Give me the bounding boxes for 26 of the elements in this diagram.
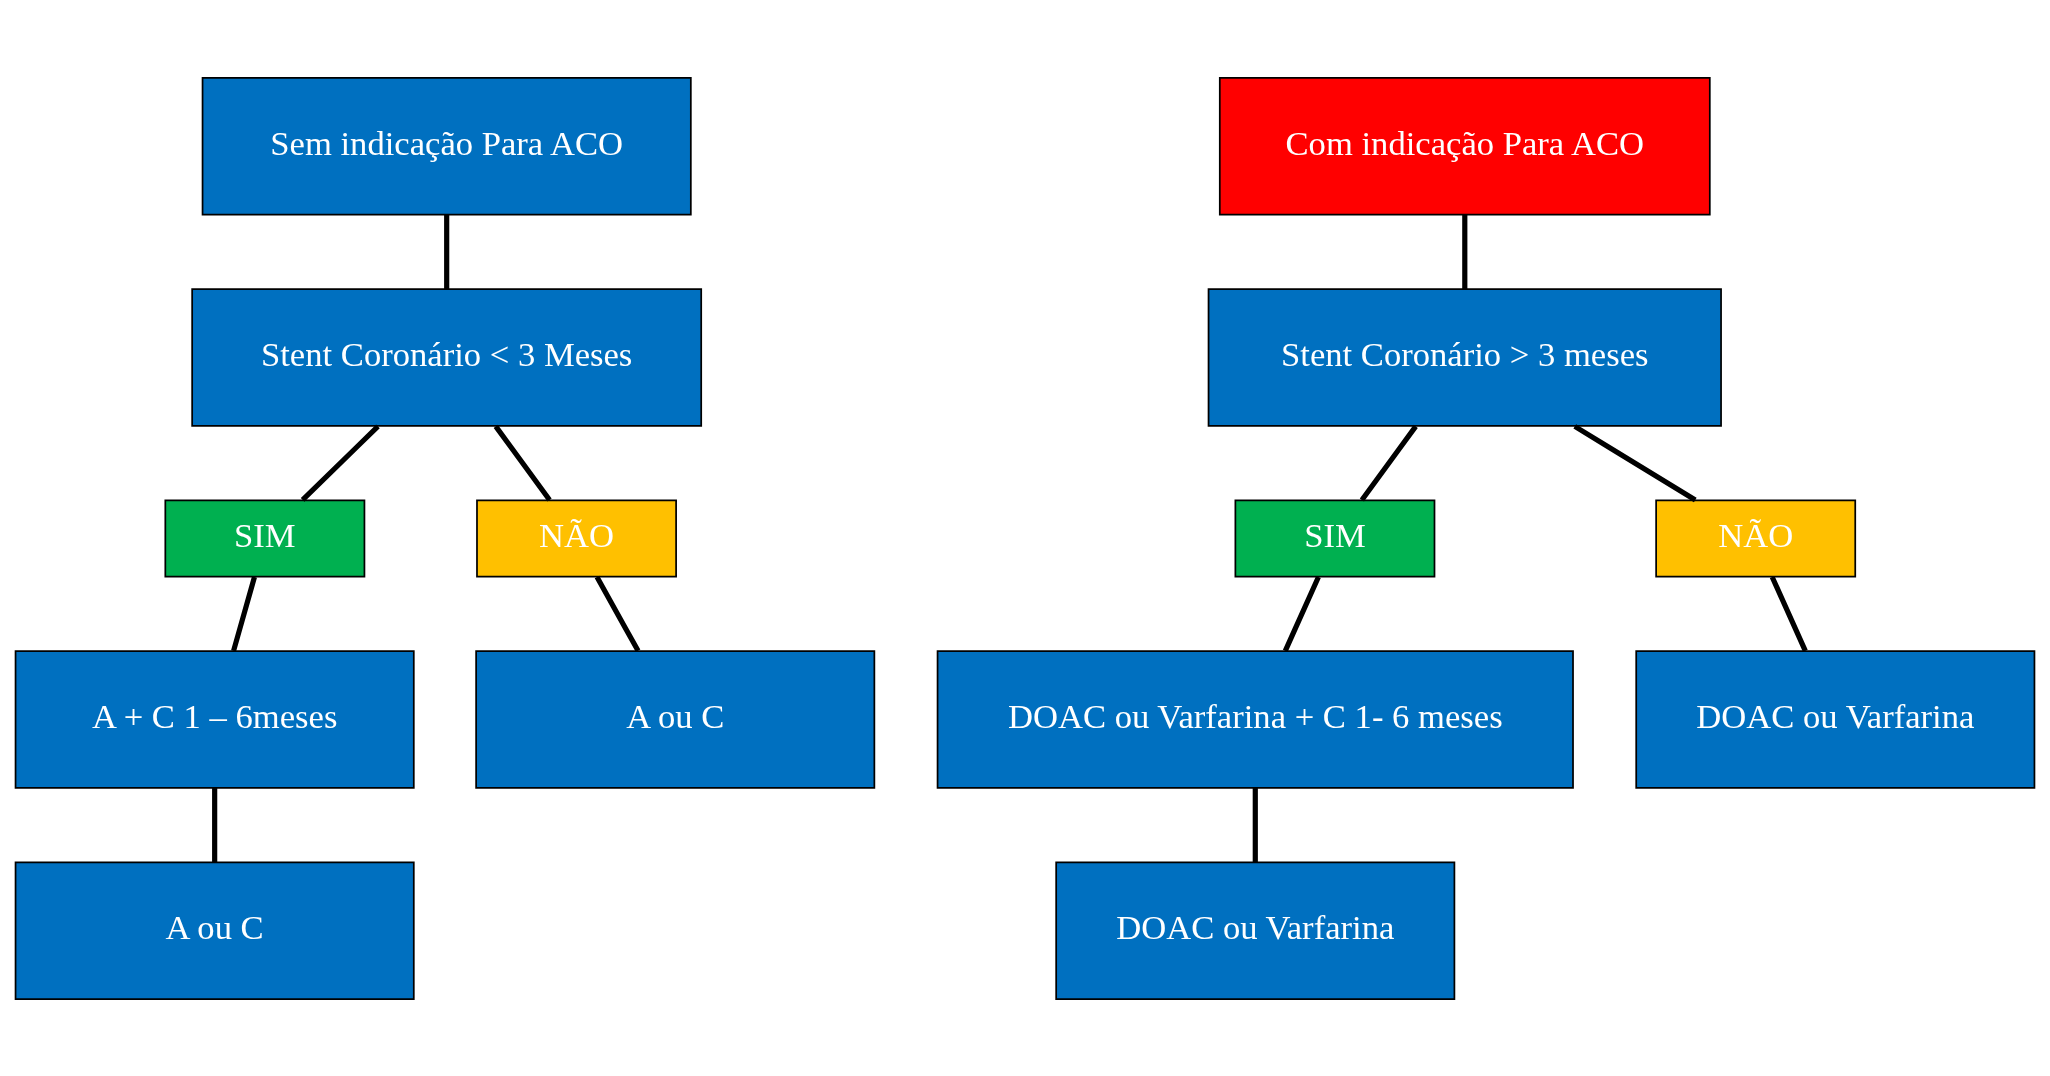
node-box: SIM — [164, 499, 366, 577]
connector — [1252, 787, 1258, 862]
node-box: Stent Coronário < 3 Meses — [191, 287, 703, 427]
node-box: DOAC ou Varfarina + C 1- 6 meses — [936, 649, 1574, 789]
connector — [300, 424, 380, 502]
node-box: A ou C — [14, 860, 415, 1000]
connector — [594, 575, 641, 652]
connector — [444, 214, 450, 289]
connector — [212, 787, 218, 862]
node-box: SIM — [1234, 499, 1436, 577]
node-box: A + C 1 – 6meses — [14, 649, 415, 789]
node-box: NÃO — [1655, 499, 1857, 577]
connector — [1769, 575, 1808, 652]
node-box: DOAC ou Varfarina — [1635, 649, 2036, 789]
node-box: Stent Coronário > 3 meses — [1207, 287, 1722, 427]
node-box: DOAC ou Varfarina — [1055, 860, 1456, 1000]
node-box: NÃO — [476, 499, 677, 577]
node-box: A ou C — [475, 649, 876, 789]
connector — [1573, 423, 1697, 502]
connector — [231, 575, 257, 652]
node-box: Sem indicação Para ACO — [201, 76, 692, 216]
node-box: Com indicação Para ACO — [1218, 76, 1711, 216]
connector — [1462, 214, 1468, 289]
connector — [1359, 424, 1418, 501]
connector — [493, 424, 552, 501]
connector — [1282, 575, 1321, 652]
